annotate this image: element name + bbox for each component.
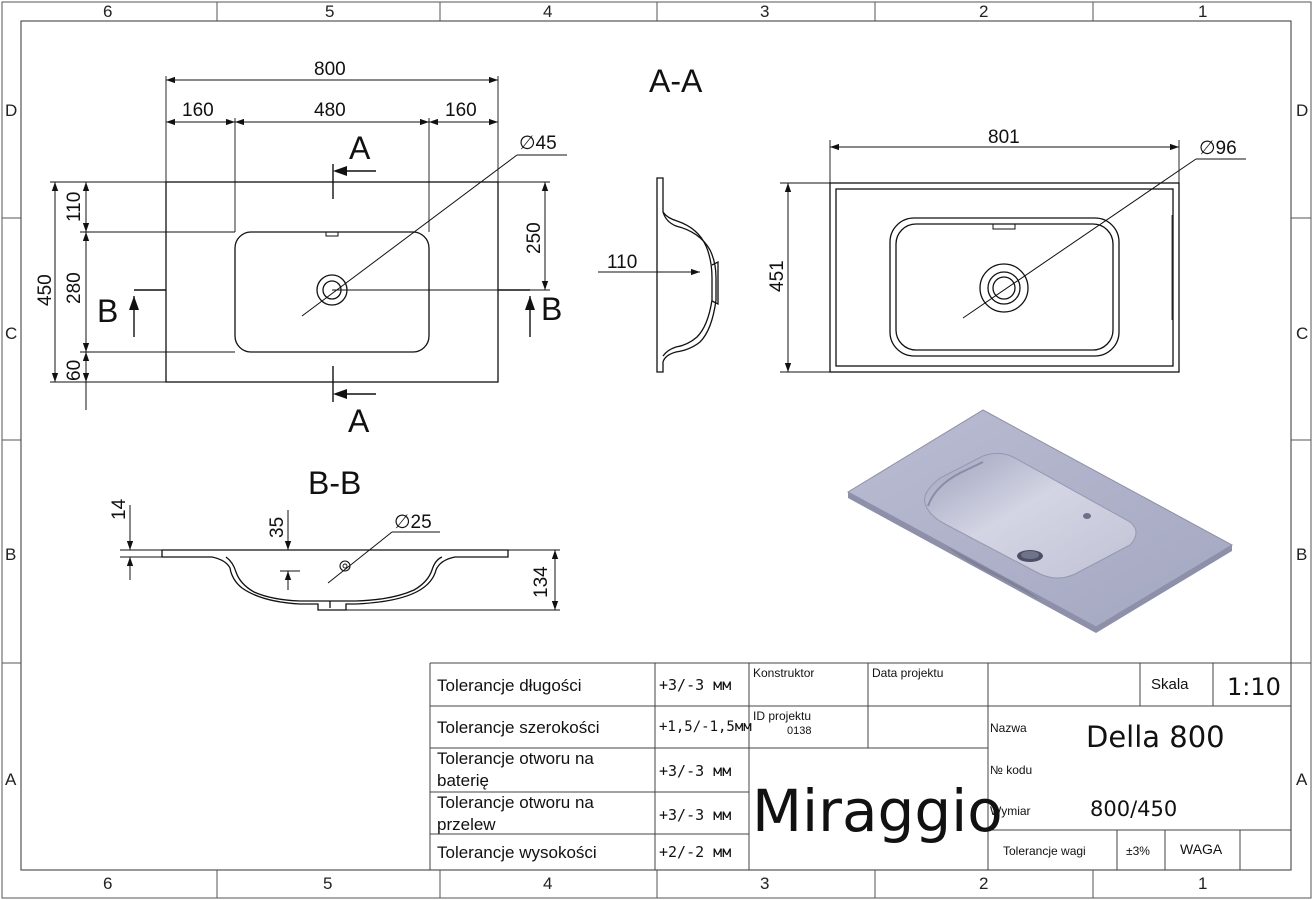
right-drain-outer bbox=[979, 263, 1029, 313]
dim-bb-overflow: 35 bbox=[267, 517, 288, 538]
right-basin-inner bbox=[895, 223, 1114, 351]
tol-overflow-label: przelew bbox=[437, 815, 496, 834]
zone-col-bottom: 3 bbox=[760, 874, 769, 893]
wymiar-value: 800/450 bbox=[1090, 797, 1177, 821]
dim-basin-width: 480 bbox=[314, 100, 346, 121]
zone-row-right: C bbox=[1296, 324, 1308, 343]
dim-right-height: 451 bbox=[767, 260, 788, 292]
zone-col-top: 3 bbox=[760, 2, 769, 21]
zone-row-right: B bbox=[1296, 545, 1307, 564]
zone-col-bottom: 6 bbox=[103, 874, 112, 893]
zone-row-left: A bbox=[5, 770, 17, 789]
tol-width-value: +1,5/-1,5мм bbox=[659, 719, 752, 735]
zone-col-bottom: 1 bbox=[1198, 874, 1207, 893]
title-block-text: Tolerancje długości +3/-3 мм Tolerancje … bbox=[437, 666, 1281, 862]
zone-col-bottom: 2 bbox=[979, 874, 988, 893]
tol-wagi-label: Tolerancje wagi bbox=[1003, 844, 1086, 858]
dim-aa-depth: 110 bbox=[607, 252, 637, 273]
zone-col-top: 1 bbox=[1198, 2, 1207, 21]
zone-col-top: 6 bbox=[103, 2, 112, 21]
cut-label-b-left: B bbox=[97, 293, 118, 329]
zone-labels: 6 5 4 3 2 1 6 5 4 3 2 1 D C B A D C B A bbox=[5, 2, 1308, 893]
dim-top-margin: 110 bbox=[64, 192, 85, 222]
right-outline bbox=[829, 182, 1180, 373]
section-bb-title: B-B bbox=[308, 465, 361, 501]
zone-col-bottom: 5 bbox=[323, 874, 332, 893]
tol-length-value: +3/-3 мм bbox=[659, 676, 731, 694]
section-bb: B-B 14 35 ∅25 134 bbox=[109, 465, 560, 611]
right-drain-inner bbox=[992, 276, 1016, 300]
right-drain-mid bbox=[987, 271, 1021, 305]
dim-bb-rim: 14 bbox=[109, 498, 130, 520]
dim-right-margin: 160 bbox=[445, 100, 477, 121]
dim-bb-hole: ∅25 bbox=[394, 512, 432, 533]
tol-wagi-value: ±3% bbox=[1126, 844, 1150, 858]
tol-overflow-value: +3/-3 мм bbox=[659, 806, 731, 824]
zone-row-right: D bbox=[1296, 101, 1308, 120]
cut-label-b-right: B bbox=[541, 291, 562, 327]
right-basin-outer bbox=[889, 217, 1120, 357]
render-3d bbox=[846, 409, 1234, 633]
zone-row-right: A bbox=[1296, 770, 1308, 789]
tol-height-value: +2/-2 мм bbox=[659, 843, 731, 861]
zone-col-bottom: 4 bbox=[543, 874, 552, 893]
nazwa-value: Della 800 bbox=[1086, 720, 1225, 754]
dim-total-width: 800 bbox=[314, 59, 346, 80]
id-projektu-label: ID projektu bbox=[753, 709, 811, 723]
dim-bb-height: 134 bbox=[531, 566, 552, 598]
plan-basin bbox=[234, 231, 430, 353]
right-top-view: 801 451 ∅96 bbox=[767, 127, 1246, 373]
dim-drain-diameter: ∅45 bbox=[519, 133, 557, 154]
zone-col-top: 5 bbox=[325, 2, 334, 21]
wymiar-label: Wymiar bbox=[990, 804, 1031, 818]
tol-length-label: Tolerancje długości bbox=[437, 676, 582, 695]
dim-left-margin: 160 bbox=[182, 100, 214, 121]
tol-tap-hole-value: +3/-3 мм bbox=[659, 762, 731, 780]
render-basin bbox=[924, 452, 1137, 579]
nr-kodu-label: № kodu bbox=[990, 763, 1032, 777]
id-projektu-value: 0138 bbox=[787, 725, 811, 737]
tol-overflow-label: Tolerancje otworu na bbox=[437, 793, 594, 812]
zone-row-left: C bbox=[5, 324, 17, 343]
dim-right-drain: ∅96 bbox=[1199, 138, 1237, 159]
nazwa-label: Nazwa bbox=[990, 721, 1027, 735]
zone-col-top: 4 bbox=[543, 2, 552, 21]
tol-tap-hole-label: Tolerancje otworu na bbox=[437, 749, 594, 768]
zone-row-left: D bbox=[5, 101, 17, 120]
dim-total-depth: 450 bbox=[35, 274, 56, 306]
dim-basin-depth: 280 bbox=[64, 272, 85, 304]
dim-bottom-margin: 60 bbox=[64, 360, 85, 381]
zone-col-top: 2 bbox=[979, 2, 988, 21]
skala-value: 1:10 bbox=[1227, 673, 1281, 701]
plan-outline bbox=[165, 181, 499, 383]
cut-label-a-bottom: A bbox=[348, 403, 370, 439]
dim-drain-offset: 250 bbox=[524, 222, 545, 254]
tol-tap-hole-label: baterię bbox=[437, 771, 489, 790]
section-aa-title: A-A bbox=[649, 63, 703, 99]
dim-right-width: 801 bbox=[988, 127, 1020, 148]
plan-view: 800 160 480 160 ∅45 450 110 280 60 250 A… bbox=[35, 59, 567, 439]
cut-label-a-top: A bbox=[349, 130, 371, 166]
tol-height-label: Tolerancje wysokości bbox=[437, 843, 597, 862]
waga-label: WAGA bbox=[1180, 841, 1223, 857]
tol-width-label: Tolerancje szerokości bbox=[437, 718, 600, 737]
title-block bbox=[429, 662, 1291, 870]
right-rim bbox=[835, 188, 1174, 367]
brand-logo: Miraggio bbox=[752, 777, 1003, 845]
section-aa: A-A 110 bbox=[598, 63, 719, 373]
skala-label: Skala bbox=[1151, 676, 1189, 693]
zone-row-left: B bbox=[5, 545, 16, 564]
konstruktor-label: Konstruktor bbox=[753, 666, 814, 680]
data-projektu-label: Data projektu bbox=[872, 666, 943, 680]
